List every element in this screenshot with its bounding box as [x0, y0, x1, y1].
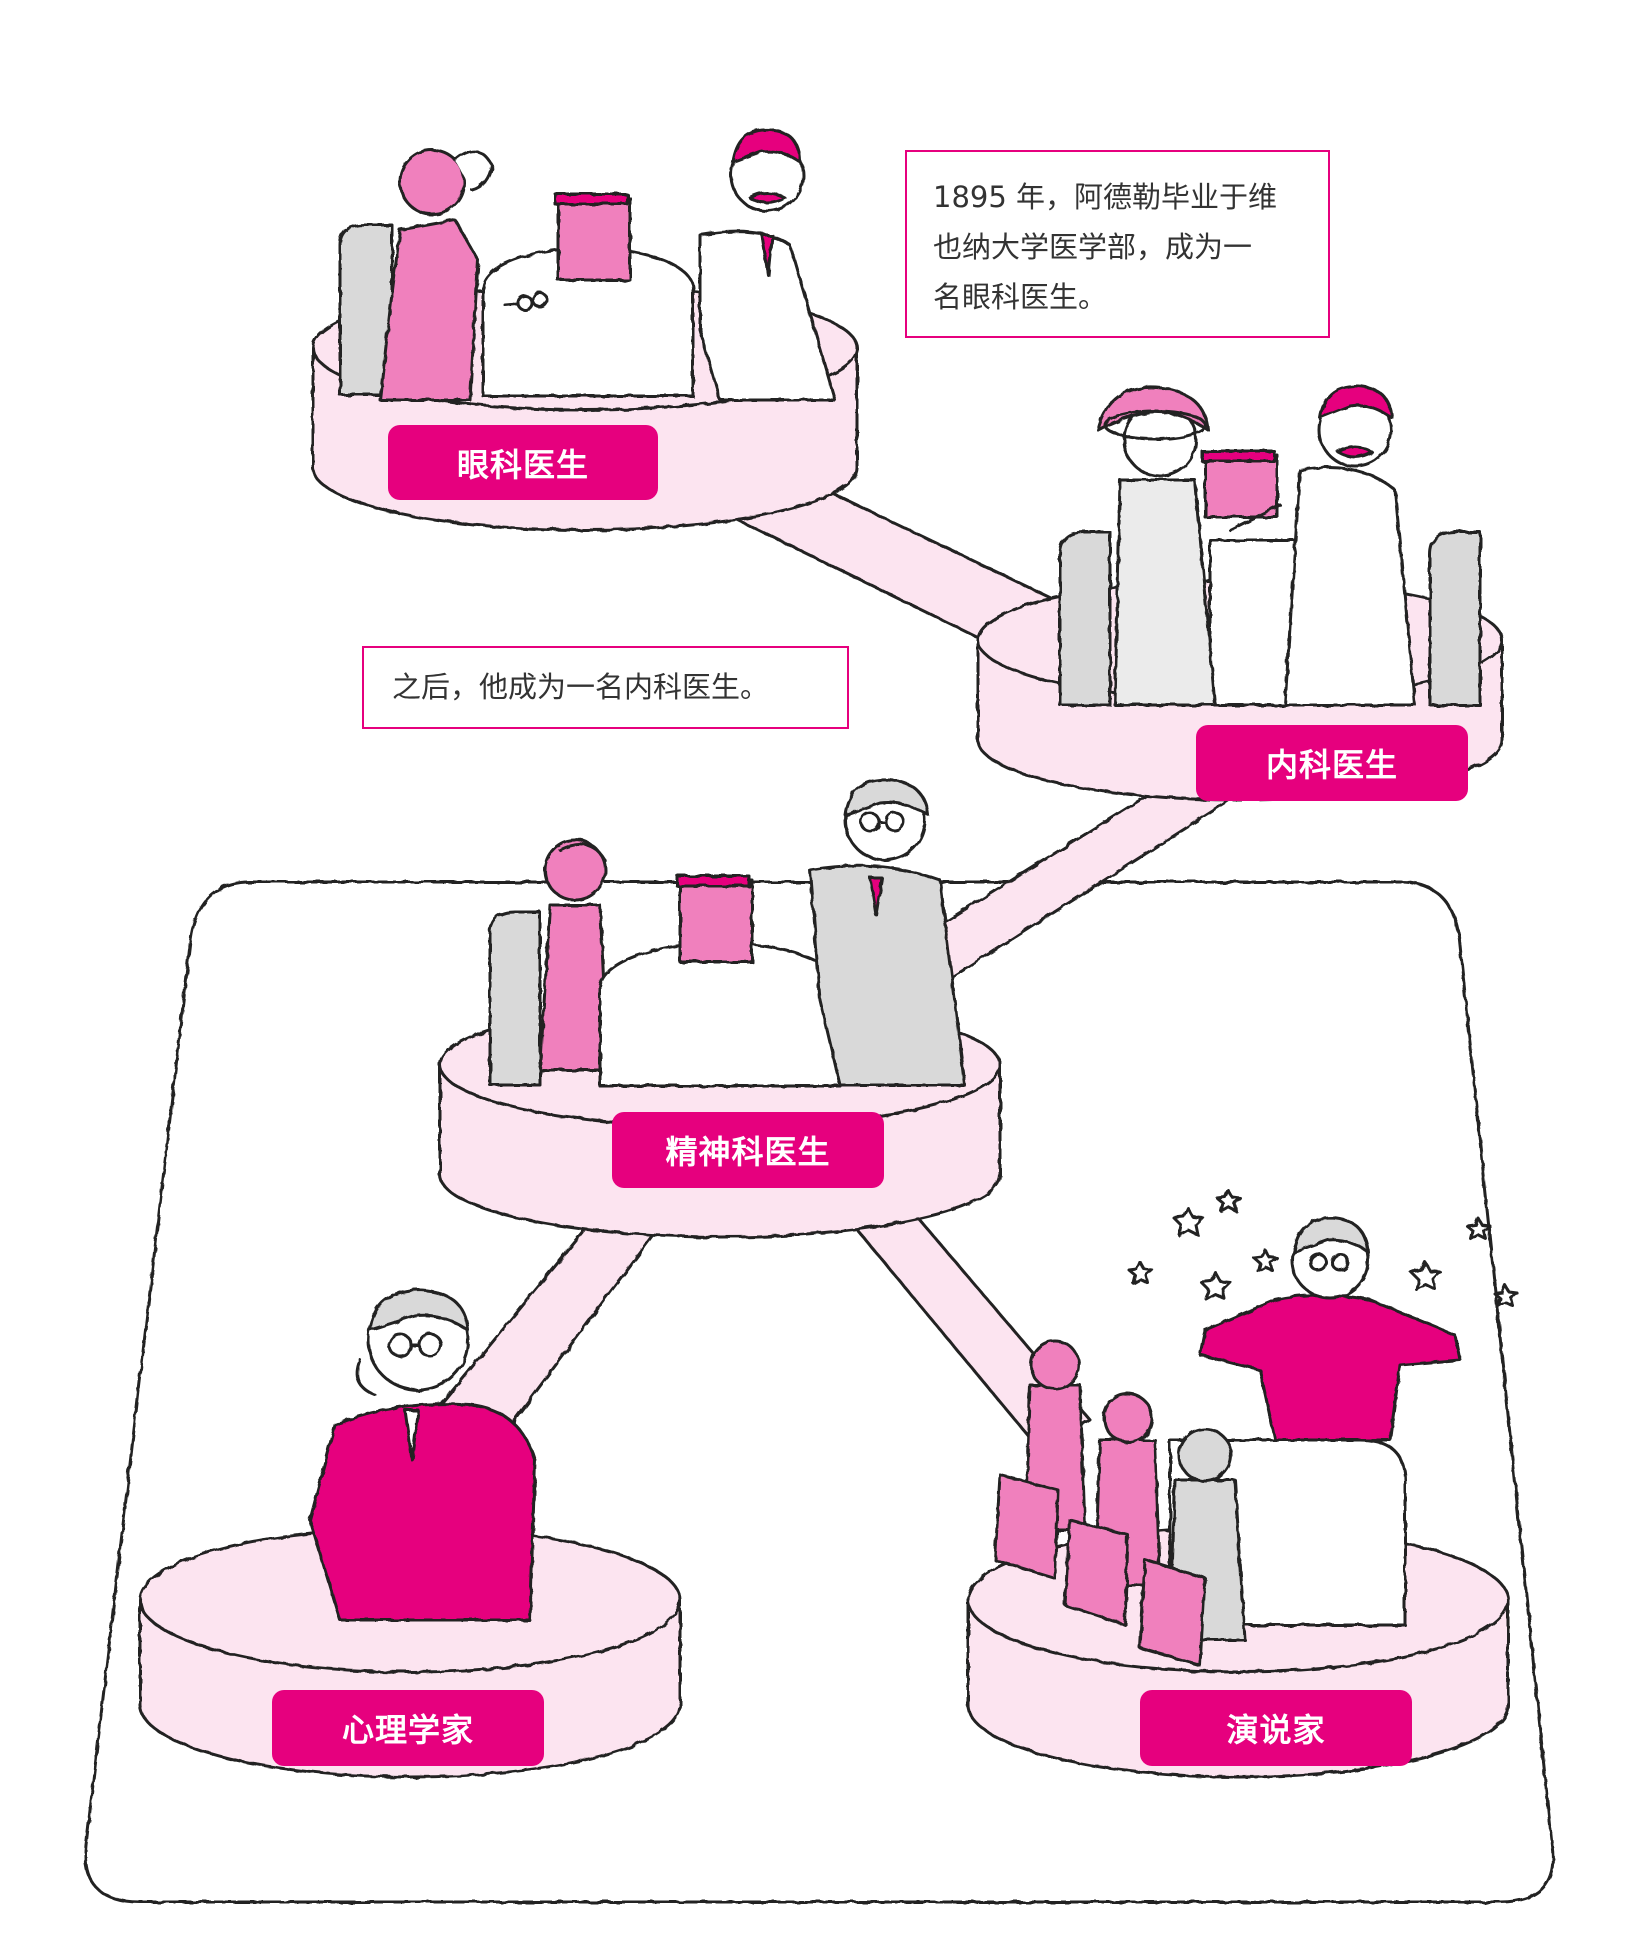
note-first-line-2: 也纳大学医学部，成为一 — [933, 230, 1253, 264]
star-icon — [1127, 1188, 1519, 1308]
book-icon — [553, 192, 632, 282]
glasses-icon — [1308, 1252, 1350, 1272]
psychologist-figure — [308, 1402, 537, 1622]
label-psychologist: 心理学家 — [272, 1690, 544, 1766]
chair-icon — [1058, 530, 1112, 707]
patient-figure — [1113, 478, 1217, 707]
glasses-icon — [387, 1332, 443, 1358]
scene-ophthalmologist — [338, 128, 837, 402]
patient-figure — [378, 218, 480, 402]
glasses-icon — [859, 811, 906, 833]
patient-figure — [538, 903, 610, 1072]
note-first-line-3: 名眼科医生。 — [933, 280, 1108, 314]
label-speaker: 演说家 — [1140, 1690, 1412, 1766]
note-second: 之后，他成为一名内科医生。 — [362, 646, 849, 729]
book-icon — [1200, 449, 1279, 519]
label-psychiatrist: 精神科医生 — [612, 1112, 884, 1188]
chair-icon — [1138, 1558, 1207, 1667]
note-first: 1895 年，阿德勒毕业于维 也纳大学医学部，成为一 名眼科医生。 — [905, 150, 1330, 338]
scene-internist — [1058, 384, 1482, 707]
chair-icon — [1063, 1518, 1130, 1627]
chair-icon — [488, 910, 542, 1087]
scene-speaker — [993, 1188, 1519, 1667]
note-first-line-1: 1895 年，阿德勒毕业于维 — [933, 180, 1278, 214]
chair-icon — [993, 1473, 1060, 1580]
note-second-text: 之后，他成为一名内科医生。 — [392, 670, 770, 704]
label-internist: 内科医生 — [1196, 725, 1468, 801]
speaker-figure — [1198, 1293, 1462, 1442]
audience — [993, 1339, 1247, 1667]
scene-psychiatrist — [488, 778, 967, 1088]
book-icon — [675, 874, 754, 964]
scene-psychologist — [308, 1288, 537, 1622]
doctor-figure — [1283, 466, 1417, 707]
label-ophthalmologist: 眼科医生 — [388, 425, 658, 500]
chair-icon — [1428, 530, 1482, 707]
hat — [1096, 385, 1210, 432]
doctor-figure — [808, 864, 967, 1087]
glasses-icon — [503, 291, 549, 312]
